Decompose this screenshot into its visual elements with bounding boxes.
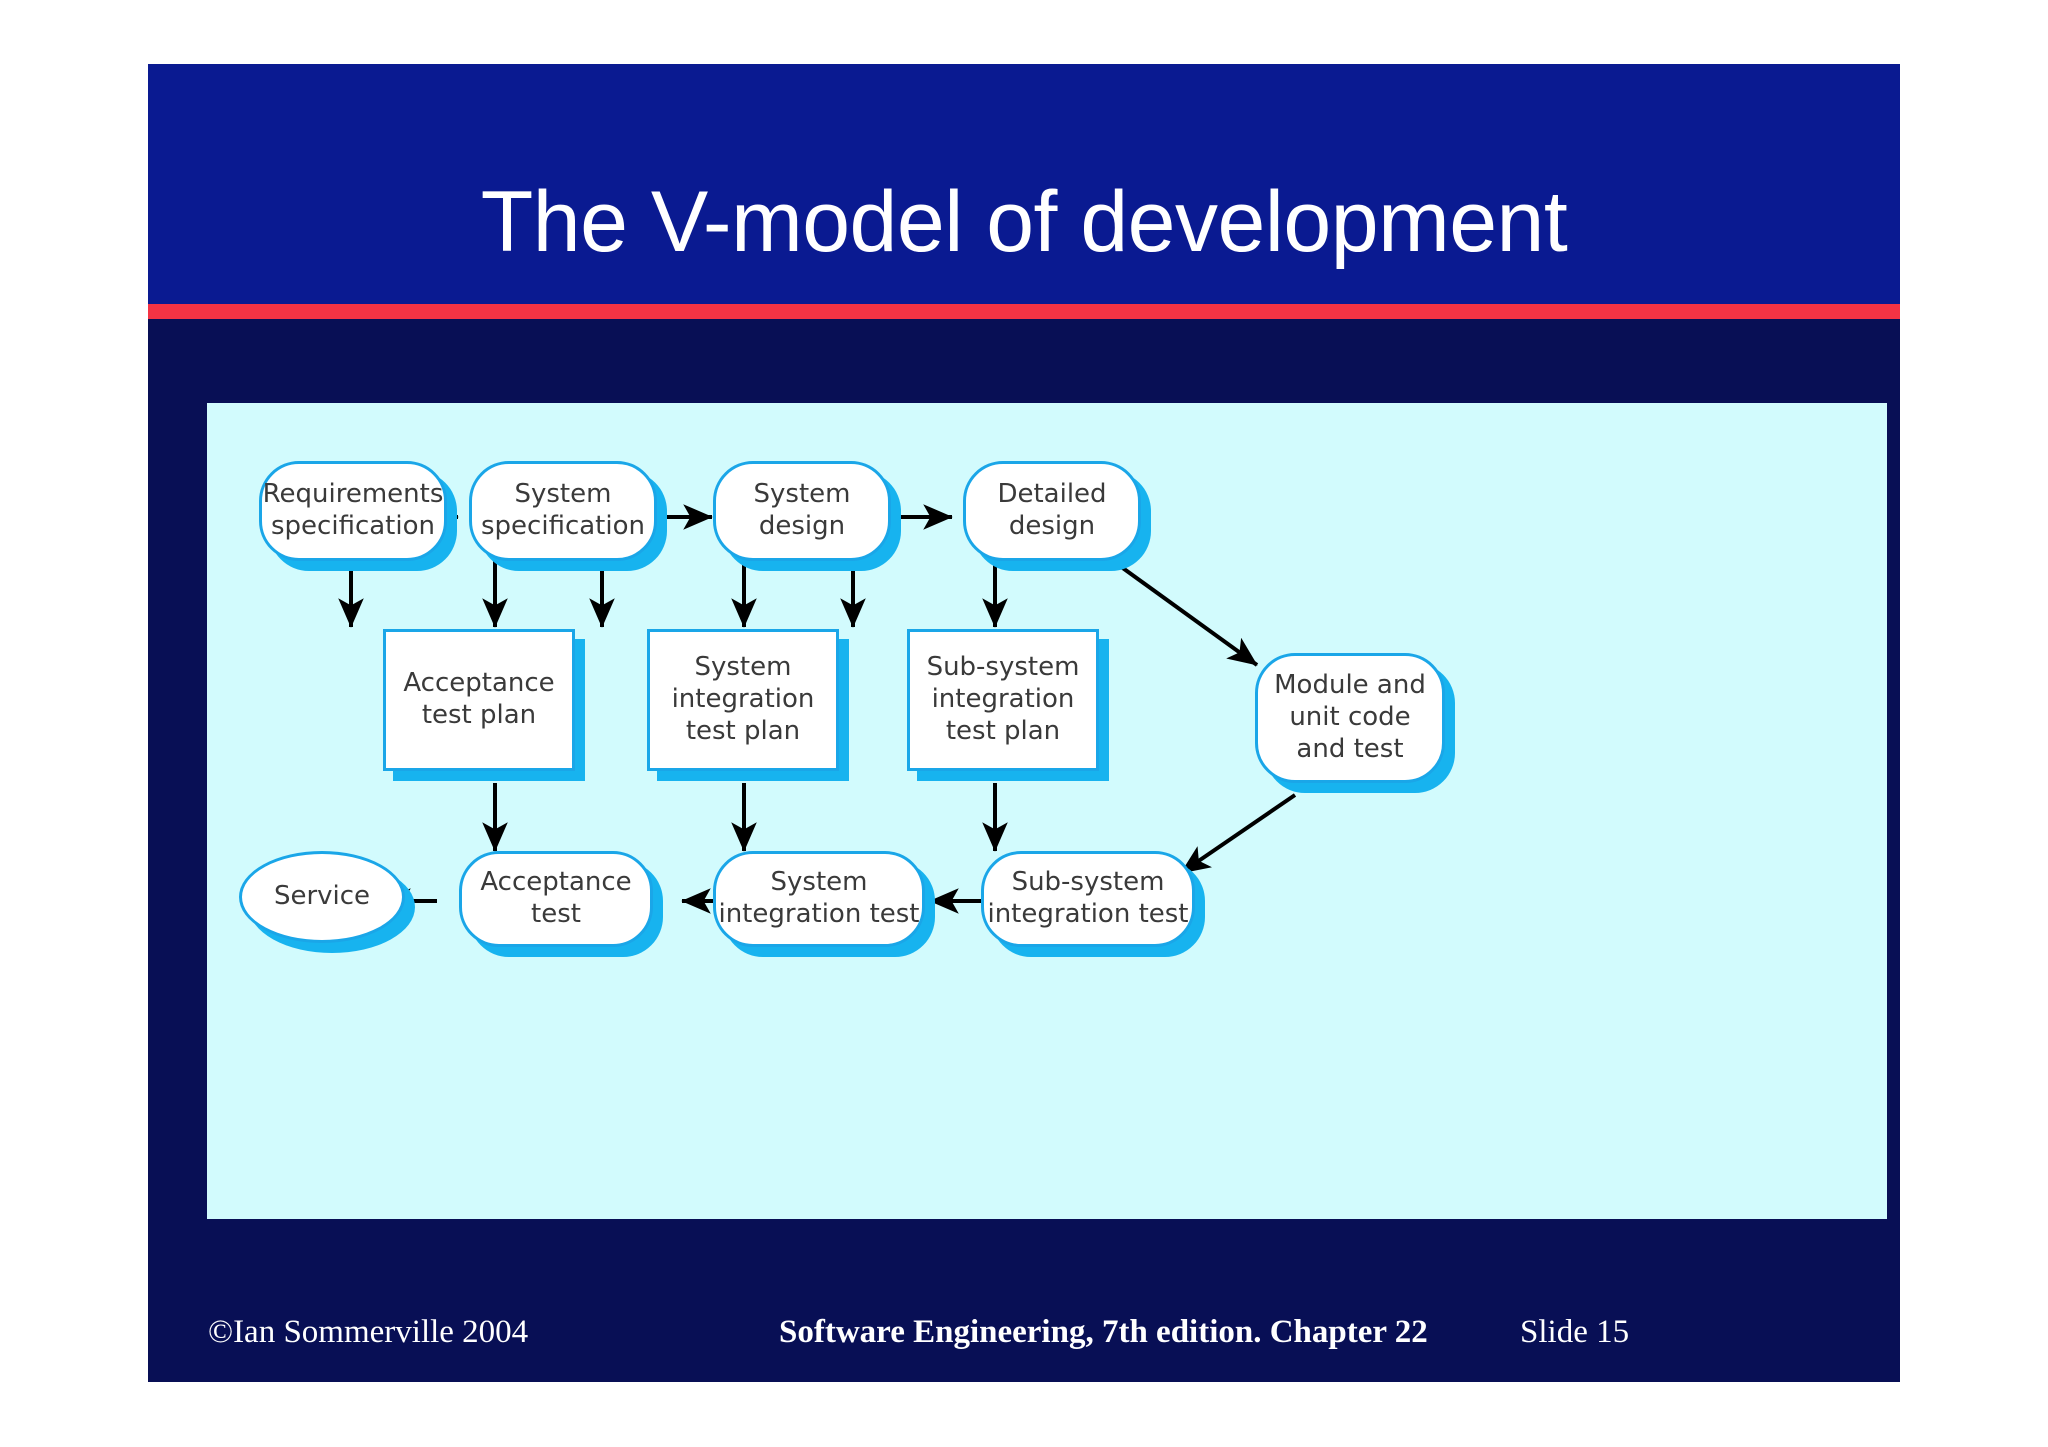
node-label: Sub-system integration test: [987, 867, 1189, 929]
title-band: [148, 64, 1900, 306]
slide: The V-model of development: [148, 64, 1900, 1382]
node-acceptance-test[interactable]: Acceptance test: [459, 851, 653, 947]
edge-module-code-to-subsys-int-test: [1179, 793, 1297, 875]
node-label: Detailed design: [997, 479, 1107, 541]
node-label: Sub-system integration test plan: [926, 652, 1080, 746]
page-title: The V-model of development: [480, 174, 1568, 270]
node-sub-system-integration-test[interactable]: Sub-system integration test: [981, 851, 1195, 947]
node-label: Module and unit code and test: [1274, 670, 1426, 764]
node-sub-system-integration-test-plan[interactable]: Sub-system integration test plan: [907, 629, 1099, 771]
node-label: Service: [273, 881, 371, 912]
node-system-integration-test-plan[interactable]: System integration test plan: [647, 629, 839, 771]
node-label: System specification: [481, 479, 645, 541]
node-acceptance-test-plan[interactable]: Acceptance test plan: [383, 629, 575, 771]
node-label: Acceptance test: [480, 867, 632, 929]
title-divider-rule: [148, 304, 1900, 319]
node-service[interactable]: Service: [239, 851, 405, 943]
footer-slide-number: Slide 15: [1520, 1314, 1630, 1350]
node-label: Acceptance test plan: [403, 668, 555, 730]
footer-book-reference: Software Engineering, 7th edition. Chapt…: [779, 1314, 1428, 1350]
v-model-diagram: Requirements specification System specif…: [207, 403, 1887, 1219]
node-module-and-unit-code-and-test[interactable]: Module and unit code and test: [1255, 653, 1445, 783]
node-system-integration-test[interactable]: System integration test: [713, 851, 925, 947]
edge-detailed-design-to-module-code: [1100, 551, 1259, 667]
node-detailed-design[interactable]: Detailed design: [963, 461, 1141, 561]
node-system-design[interactable]: System design: [713, 461, 891, 561]
slide-footer: ©Ian Sommerville 2004 Software Engineeri…: [148, 1269, 1900, 1382]
footer-copyright: ©Ian Sommerville 2004: [208, 1314, 529, 1350]
node-system-specification[interactable]: System specification: [469, 461, 657, 561]
node-label: Requirements specification: [262, 479, 444, 541]
node-label: System integration test: [718, 867, 920, 929]
node-requirements-specification[interactable]: Requirements specification: [259, 461, 447, 561]
node-label: System design: [753, 479, 851, 541]
node-label: System integration test plan: [671, 652, 815, 746]
